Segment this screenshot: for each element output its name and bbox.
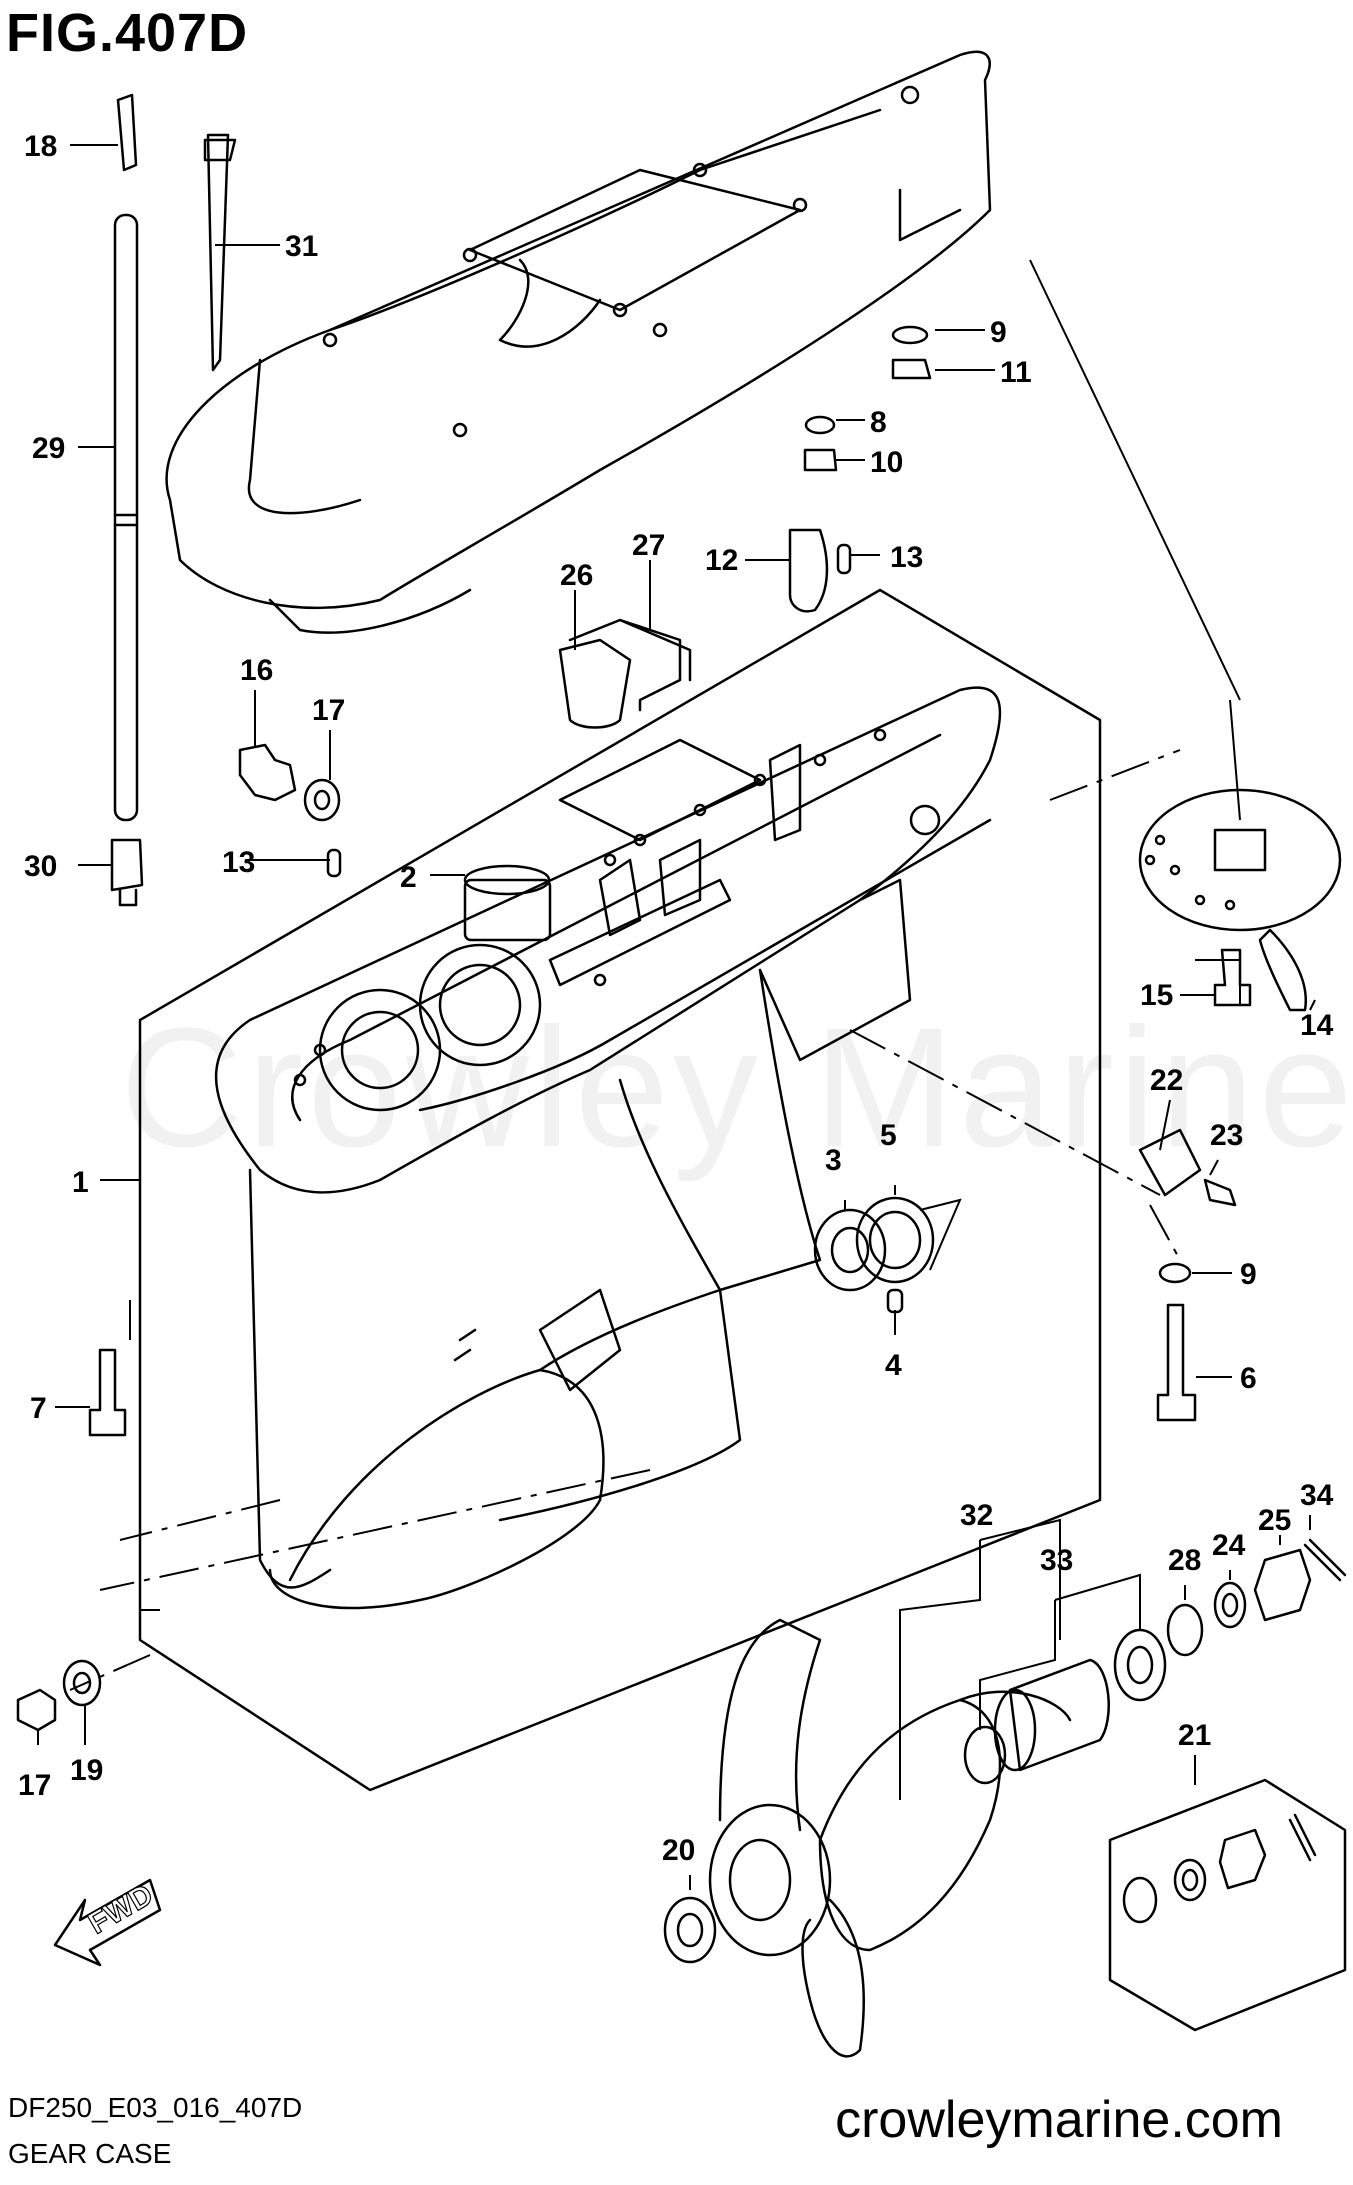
gear-case-housing <box>214 686 1002 1610</box>
fwd-arrow-icon <box>53 1878 162 1967</box>
bolt-22 <box>116 93 138 172</box>
bolt-6 <box>1156 1303 1197 1422</box>
nut-30 <box>1253 1548 1312 1622</box>
kit-box-34 <box>1108 1778 1347 2032</box>
callout-13-top: 13 <box>890 541 923 574</box>
figure-title: FIG.407D <box>6 3 249 63</box>
callout-11: 11 <box>1000 356 1032 389</box>
bolt-7 <box>88 1348 127 1437</box>
callout-10: 10 <box>870 446 903 479</box>
anode-14 <box>1138 788 1342 1012</box>
thrust-washer-28 <box>663 1896 717 1964</box>
propeller <box>708 1618 1072 2058</box>
cotter-pin-32 <box>1303 1538 1347 1582</box>
callout-8: 8 <box>870 406 887 439</box>
bushing-27 <box>963 1628 1167 1785</box>
callout-31: 24 <box>1212 1529 1246 1562</box>
callout-32: 34 <box>1300 1479 1334 1512</box>
callout-25: 31 <box>285 230 318 263</box>
website-link[interactable]: crowleymarine.com <box>835 2091 1283 2149</box>
callout-20: 26 <box>560 559 593 592</box>
callout-14: 14 <box>1300 1009 1334 1042</box>
callout-16: 16 <box>240 654 273 687</box>
tie-band-25 <box>203 133 237 372</box>
bracket-20-21 <box>558 618 692 729</box>
callout-27: 33 <box>1040 1544 1073 1577</box>
plug-33 <box>16 1688 57 1732</box>
callout-26: 32 <box>960 1499 993 1532</box>
plug-16 <box>238 743 297 802</box>
callout-34: 21 <box>1178 1719 1211 1752</box>
callout-21: 27 <box>632 529 665 562</box>
screw-19 <box>1203 1178 1237 1207</box>
callout-18: 22 <box>1150 1064 1183 1097</box>
callout-4: 4 <box>885 1349 902 1382</box>
callout-6: 6 <box>1240 1362 1257 1395</box>
exploded-box-outline <box>138 588 1102 1792</box>
bearing-3 <box>813 1208 887 1292</box>
pin-13-left <box>326 848 342 878</box>
bolt-15 <box>1213 948 1252 1007</box>
rod-23 <box>113 213 139 822</box>
callout-24: 30 <box>24 850 57 883</box>
clip-12 <box>788 528 829 613</box>
callout-30: 25 <box>1258 1504 1291 1537</box>
callout-33: 17 <box>18 1769 51 1802</box>
drawing-name: GEAR CASE <box>8 2138 172 2169</box>
block-18 <box>1138 1128 1202 1197</box>
callout-12: 12 <box>705 544 738 577</box>
drawing-code: DF250_E03_016_407D <box>8 2092 303 2123</box>
callout-13-left: 13 <box>222 846 255 879</box>
callout-19: 23 <box>1210 1119 1243 1152</box>
callout-5: 5 <box>880 1119 897 1152</box>
callout-2: 2 <box>400 861 417 894</box>
pin-13-top <box>836 543 852 575</box>
callout-22: 18 <box>24 130 57 163</box>
fitting-24 <box>110 838 144 907</box>
callout-15: 15 <box>1140 979 1173 1012</box>
callout-29: 28 <box>1168 1544 1201 1577</box>
callout-17-top: 17 <box>312 694 345 727</box>
washer-17-top <box>303 778 341 822</box>
callout-17-bottom: 19 <box>70 1754 103 1787</box>
callout-9-bottom: 9 <box>1240 1258 1257 1291</box>
callout-3: 3 <box>825 1144 842 1177</box>
callout-9-top: 9 <box>990 316 1007 349</box>
bearing-5 <box>855 1196 935 1284</box>
callout-23: 29 <box>32 432 65 465</box>
callout-7: 7 <box>30 1392 47 1425</box>
top-cover-plate <box>165 50 992 634</box>
callout-28: 20 <box>662 1834 695 1867</box>
callout-1: 1 <box>72 1166 89 1199</box>
